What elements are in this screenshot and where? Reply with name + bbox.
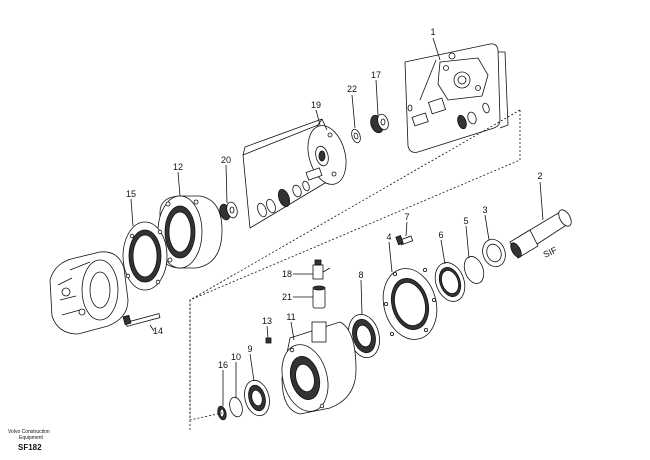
label-17: 17 xyxy=(371,70,381,80)
part-11-housing xyxy=(281,321,357,415)
part-8-bearing xyxy=(348,313,380,359)
part-13-screw xyxy=(265,337,272,344)
part-4-cover xyxy=(382,267,438,340)
label-10: 10 xyxy=(231,352,241,362)
label-15: 15 xyxy=(126,189,136,199)
label-14: 14 xyxy=(153,326,163,336)
part-20-gear xyxy=(219,201,238,221)
shaft-marking: SIF xyxy=(542,245,559,260)
label-3: 3 xyxy=(482,205,487,215)
brand-line-1: Volvo Construction xyxy=(8,429,50,435)
part-7-bolt xyxy=(395,235,414,246)
part-19-planet-box xyxy=(242,118,347,229)
brand-line-2: Equipment xyxy=(19,435,43,441)
label-9: 9 xyxy=(247,344,252,354)
part-18-fitting xyxy=(312,259,331,280)
part-10-shim xyxy=(229,396,243,418)
label-1: 1 xyxy=(430,27,435,37)
part-21-pipe xyxy=(312,285,326,309)
part-15-flange-ring xyxy=(122,221,168,291)
part-9-bearing xyxy=(244,379,270,417)
label-12: 12 xyxy=(173,162,183,172)
label-5: 5 xyxy=(463,216,468,226)
part-labels: 1 2 3 4 5 6 7 8 9 10 11 12 13 14 15 16 1… xyxy=(126,27,543,370)
label-20: 20 xyxy=(221,155,231,165)
label-22: 22 xyxy=(347,84,357,94)
part-3-seal xyxy=(482,238,506,268)
label-7: 7 xyxy=(404,212,409,222)
label-6: 6 xyxy=(438,230,443,240)
label-11: 11 xyxy=(286,312,295,322)
part-22-washer xyxy=(351,128,361,144)
label-4: 4 xyxy=(386,232,391,242)
part-2-shaft: SIF xyxy=(509,209,572,260)
part-1-assembly xyxy=(404,43,509,153)
label-16: 16 xyxy=(218,360,228,370)
label-19: 19 xyxy=(311,100,321,110)
part-17-sun-gear xyxy=(370,113,389,134)
label-13: 13 xyxy=(262,316,272,326)
label-2: 2 xyxy=(537,171,542,181)
label-18: 18 xyxy=(282,269,292,279)
hydraulic-motor xyxy=(49,251,129,335)
label-21: 21 xyxy=(282,292,292,302)
leader-lines xyxy=(130,37,544,406)
assembly-lines xyxy=(189,109,521,430)
part-14-bolt xyxy=(122,313,161,327)
document-id: SF182 xyxy=(18,443,42,452)
label-8: 8 xyxy=(358,270,363,280)
part-12-ring-gear xyxy=(157,195,223,269)
part-6-seal-ring xyxy=(434,262,466,302)
